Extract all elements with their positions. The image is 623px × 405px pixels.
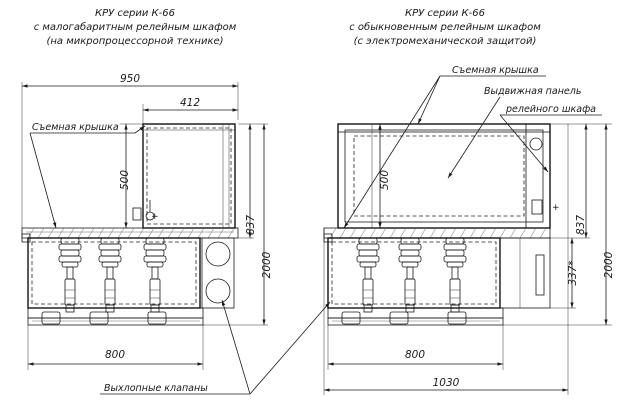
left-caption: КРУ серии К-66 с малогабаритным релейным… [34,8,237,47]
right-caption: КРУ серии К-66 с обыкновенным релейным ш… [349,8,541,47]
right-label-removable-cover: Съемная крышка [452,65,539,76]
right-caption-line3: (с электромеханической защитой) [354,36,537,47]
right-dim-1030: 1030 [433,377,460,389]
right-label-sliding-panel-line2: релейного шкафа [505,104,596,115]
left-label-removable-cover: Съемная крышка [32,122,119,133]
right-dim-337: 337* [567,260,579,285]
right-dim-2000: 2000 [603,251,615,278]
svg-text:+: + [552,203,560,213]
left-dim-800: 800 [105,349,125,361]
left-dim-837: 837 [245,215,257,235]
right-dim-500: 500 [379,170,391,190]
left-dim-950: 950 [120,73,140,85]
left-switchgear-drawing: 950 412 + 500 [21,73,273,370]
left-dim-412: 412 [180,97,200,109]
left-dim-500: 500 [119,170,131,190]
left-dim-2000: 2000 [261,251,273,278]
right-dim-800: 800 [405,349,425,361]
left-caption-line3: (на микропроцессорной технике) [46,36,223,47]
left-caption-line2: с малогабаритным релейным шкафом [34,21,237,33]
label-exhaust-valves: Выхлопные клапаны [104,383,208,394]
right-caption-line1: КРУ серии К-66 [405,8,485,19]
left-caption-line1: КРУ серии К-66 [95,8,175,19]
right-caption-line2: с обыкновенным релейным шкафом [349,21,541,33]
right-label-sliding-panel-line1: Выдвижная панель [484,86,581,97]
right-switchgear-drawing: + 500 337* 837 [323,65,615,395]
svg-text:+: + [151,212,159,222]
right-dim-837: 837 [575,215,587,235]
exhaust-valves-callout: Выхлопные клапаны [100,299,331,395]
